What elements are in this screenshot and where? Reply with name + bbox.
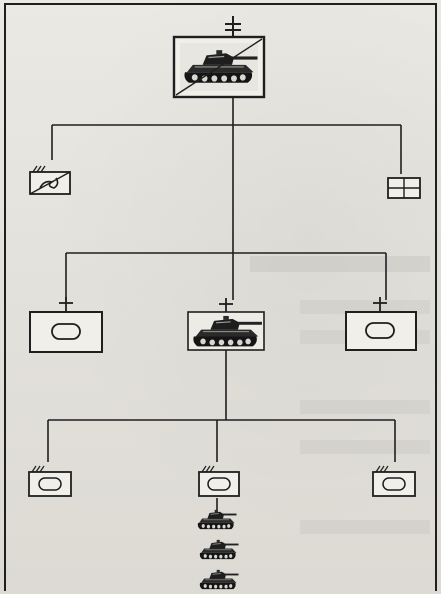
support-unit-right — [387, 177, 421, 199]
armor-oval — [51, 323, 81, 340]
company-right — [345, 297, 417, 351]
tank-icon — [199, 539, 239, 560]
armor-oval — [365, 322, 395, 339]
platoon-left — [28, 465, 72, 497]
platoon-right — [372, 465, 416, 497]
armor-oval — [382, 477, 406, 491]
bleed-through — [300, 400, 430, 414]
armor-oval — [207, 477, 231, 491]
company-center — [187, 298, 265, 351]
bleed-through — [300, 440, 430, 454]
bleed-through — [300, 520, 430, 534]
tank-stack — [197, 509, 239, 590]
company-left — [29, 297, 103, 353]
hq-unit-symbol — [172, 16, 266, 99]
tank-icon — [197, 509, 237, 530]
tank-icon — [199, 569, 239, 590]
armor-oval — [38, 477, 62, 491]
bleed-through — [250, 256, 430, 272]
connector-lines — [47, 97, 402, 516]
support-unit-left — [29, 165, 71, 195]
bleed-through — [300, 300, 430, 314]
hq-echelon-marker — [225, 16, 241, 37]
diagram-frame — [4, 3, 437, 591]
platoon-center — [198, 465, 240, 497]
